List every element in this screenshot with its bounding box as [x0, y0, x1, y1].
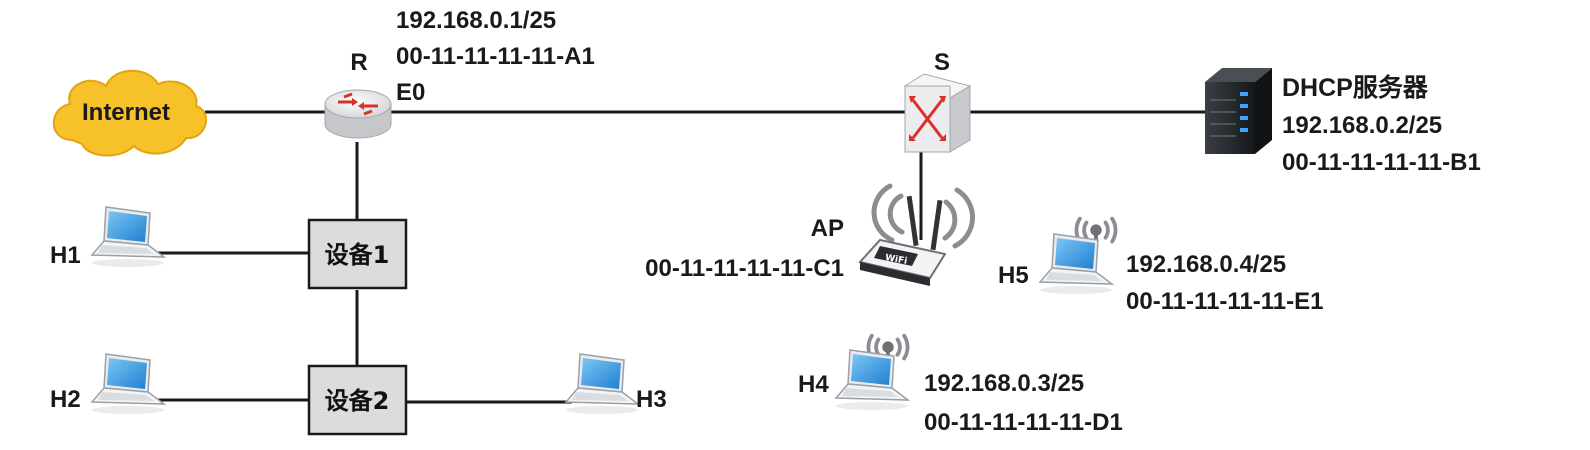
links: [158, 110, 1205, 404]
laptop-icon: [1039, 233, 1113, 295]
cloud-icon: [52, 69, 207, 157]
host-h2: H2: [50, 353, 165, 415]
router: R 192.168.0.1/25 00-11-11-11-11-A1 E0: [324, 7, 595, 139]
router-ip: 192.168.0.1/25: [396, 7, 556, 34]
laptop-icon: [91, 206, 165, 268]
ap-name: AP: [811, 215, 844, 242]
host-h5: H5 192.168.0.4/25 00-11-11-11-11-E1: [998, 216, 1324, 315]
dhcp-server: DHCP服务器 192.168.0.2/25 00-11-11-11-11-B1: [1205, 68, 1481, 176]
internet-cloud: Internet: [52, 69, 207, 157]
wifi-router-icon: WiFi: [858, 183, 976, 286]
h5-name: H5: [998, 262, 1029, 289]
laptop-icon: [835, 349, 909, 411]
device1: 设备1: [307, 218, 408, 290]
h4-name: H4: [798, 371, 829, 398]
router-interface-label: E0: [396, 79, 425, 106]
router-mac: 00-11-11-11-11-A1: [396, 43, 595, 70]
switch-name: S: [934, 49, 950, 76]
device2-label: 设备2: [325, 387, 390, 415]
device2: 设备2: [307, 364, 408, 436]
h5-ip: 192.168.0.4/25: [1126, 251, 1286, 278]
dhcp-server-ip: 192.168.0.2/25: [1282, 112, 1442, 139]
h5-mac: 00-11-11-11-11-E1: [1126, 288, 1324, 315]
wifi-logo: WiFi: [884, 253, 908, 267]
h4-mac: 00-11-11-11-11-D1: [924, 409, 1123, 436]
dhcp-server-name: DHCP服务器: [1282, 74, 1429, 102]
device1-label: 设备1: [325, 241, 390, 269]
h4-ip: 192.168.0.3/25: [924, 370, 1084, 397]
switch-icon: [903, 73, 972, 153]
access-point: WiFi AP 00-11-11-11-11-C1: [645, 183, 976, 286]
h3-name: H3: [636, 386, 667, 413]
dhcp-server-mac: 00-11-11-11-11-B1: [1282, 149, 1481, 176]
host-h1: H1: [50, 206, 165, 269]
h2-name: H2: [50, 386, 81, 413]
router-name: R: [350, 49, 367, 76]
h1-name: H1: [50, 242, 81, 269]
laptop-icon: [91, 353, 165, 415]
internet-label: Internet: [82, 99, 170, 126]
host-h3: H3: [565, 353, 667, 415]
host-h4: H4 192.168.0.3/25 00-11-11-11-11-D1: [798, 333, 1123, 436]
router-icon: [324, 89, 392, 139]
laptop-icon: [565, 353, 639, 415]
ap-mac: 00-11-11-11-11-C1: [645, 255, 844, 282]
switch: S: [903, 49, 972, 153]
server-icon: [1205, 68, 1272, 154]
